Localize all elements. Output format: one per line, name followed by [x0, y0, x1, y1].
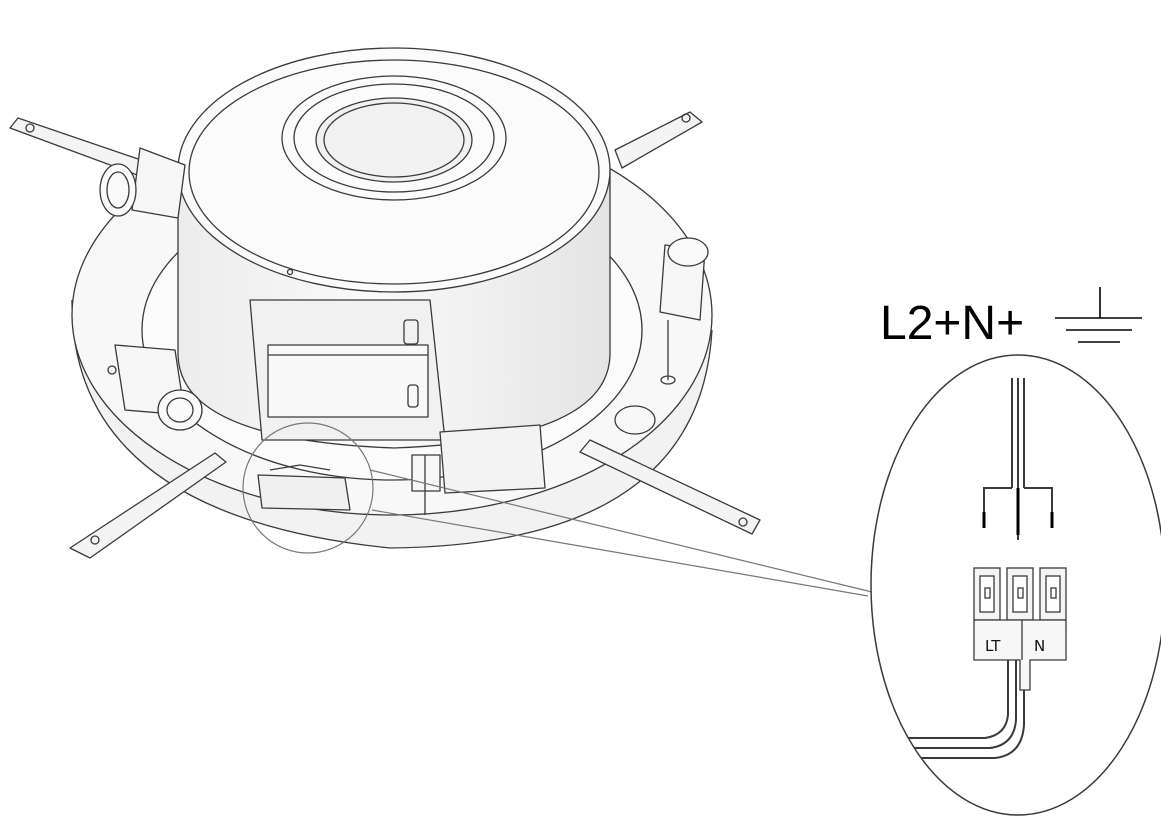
mounting-strap	[69, 452, 227, 559]
zoom-detail: LT N	[870, 354, 1161, 816]
connector	[114, 344, 203, 431]
mounting-strap	[614, 111, 703, 169]
terminal-block	[257, 464, 351, 511]
connector	[659, 237, 709, 385]
earth-ground-icon	[1055, 287, 1142, 343]
terminal-label-lt: LT	[985, 637, 1001, 655]
wire-terminal	[973, 567, 1001, 621]
mounting-strap	[579, 439, 761, 535]
wiring-label: L2+N+	[880, 297, 1025, 350]
wire-terminal	[1039, 567, 1067, 621]
wire-terminal	[1006, 567, 1034, 621]
connector	[99, 147, 186, 219]
zoom-indicator-circle	[242, 422, 374, 554]
terminal-label-n: N	[1034, 637, 1045, 655]
leader-line	[369, 469, 873, 593]
lens	[281, 75, 507, 201]
leader-line	[371, 509, 869, 597]
control-module	[249, 299, 546, 515]
